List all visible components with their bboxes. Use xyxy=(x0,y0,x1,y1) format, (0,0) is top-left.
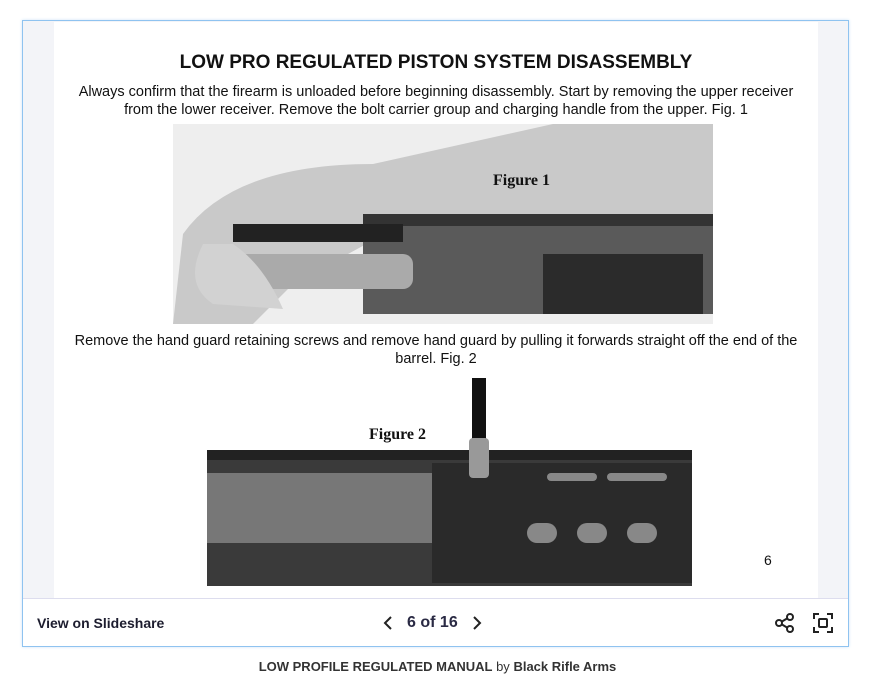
next-slide-button[interactable] xyxy=(472,615,482,631)
fullscreen-icon xyxy=(813,612,833,633)
slideshow-embed: LOW PRO REGULATED PISTON SYSTEM DISASSEM… xyxy=(22,20,849,647)
figure-2-photo: Figure 2 xyxy=(207,378,692,586)
figure-1-photo: Figure 1 xyxy=(173,124,713,324)
caption-by: by xyxy=(496,659,510,674)
page-navigation: 6 of 16 xyxy=(383,614,482,632)
slideshow-toolbar: View on Slideshare 6 of 16 xyxy=(23,598,848,646)
page-indicator: 6 of 16 xyxy=(407,614,458,632)
instruction-paragraph-2: Remove the hand guard retaining screws a… xyxy=(74,333,798,367)
fullscreen-button[interactable] xyxy=(812,612,834,634)
share-button[interactable] xyxy=(774,612,796,634)
presentation-caption: LOW PROFILE REGULATED MANUAL by Black Ri… xyxy=(0,659,875,674)
figure-1-label: Figure 1 xyxy=(493,172,551,189)
total-pages: 16 xyxy=(439,613,458,631)
figure-2-label: Figure 2 xyxy=(369,426,427,443)
share-icon xyxy=(775,612,794,633)
presentation-title[interactable]: LOW PROFILE REGULATED MANUAL xyxy=(258,659,493,674)
view-on-slideshare-link[interactable]: View on Slideshare xyxy=(37,614,165,631)
slide-title: LOW PRO REGULATED PISTON SYSTEM DISASSEM… xyxy=(179,52,693,73)
presentation-author[interactable]: Black Rifle Arms xyxy=(513,659,617,674)
instruction-paragraph-1: Always confirm that the firearm is unloa… xyxy=(78,84,794,118)
slide: LOW PRO REGULATED PISTON SYSTEM DISASSEM… xyxy=(54,22,818,598)
chevron-left-icon xyxy=(383,615,392,630)
page-of: of xyxy=(420,613,436,631)
previous-slide-button[interactable] xyxy=(383,615,393,631)
slide-page-number: 6 xyxy=(764,552,772,568)
chevron-right-icon xyxy=(473,615,482,630)
current-page: 6 xyxy=(407,613,416,631)
